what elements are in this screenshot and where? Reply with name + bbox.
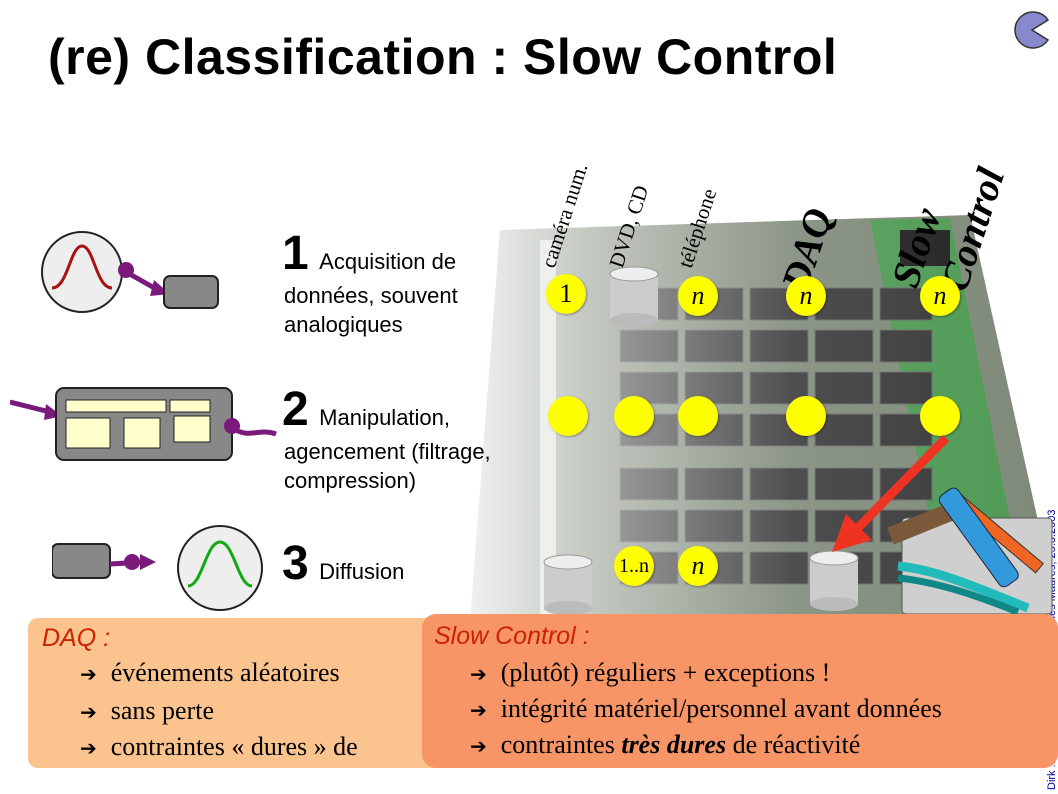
mark-row3-dvd: 1..n — [614, 546, 654, 586]
step-1-number: 1 — [282, 227, 309, 280]
step-2-line-2: agencement (filtrage, — [284, 439, 491, 464]
step-2-line-1: Manipulation, — [319, 405, 451, 430]
arrow-bullet-icon: ➔ — [470, 662, 487, 686]
step-2-number: 2 — [282, 383, 309, 436]
sensor-signal-icon — [41, 231, 219, 313]
daq-bullet-1-text: événements aléatoires — [110, 658, 340, 687]
slide-title: (re) Classification : Slow Control — [48, 29, 838, 85]
step-3: 3 Diffusion — [282, 540, 404, 588]
arrow-bullet-icon: ➔ — [470, 734, 487, 758]
arrow-bullet-icon: ➔ — [80, 700, 97, 724]
disk-icon-row3-camera — [543, 554, 593, 615]
slow-control-bullet-2-text: intégrité matériel/personnel avant donné… — [500, 694, 942, 723]
disk-icon-row3-daq — [809, 550, 859, 611]
slow-control-bullet-3: ➔ contraintes très dures de réactivité — [470, 730, 860, 760]
pacman-logo-icon — [1014, 11, 1050, 49]
mark-row2-camera — [548, 396, 588, 436]
mark-row1-telephone: n — [678, 276, 718, 316]
output-signal-icon — [52, 525, 263, 611]
slow-control-bullet-2: ➔ intégrité matériel/personnel avant donn… — [470, 694, 942, 724]
mark-row1-daq: n — [786, 276, 826, 316]
arrow-bullet-icon: ➔ — [470, 698, 487, 722]
step-2: 2 Manipulation, — [282, 386, 450, 434]
slow-control-box-title: Slow Control : — [434, 622, 590, 650]
mark-row1-slow-control: n — [920, 276, 960, 316]
slow-control-bullet-3-pre: contraintes — [500, 730, 622, 759]
daq-box-title: DAQ : — [42, 624, 111, 652]
daq-bullet-2: ➔ sans perte — [80, 696, 214, 726]
daq-bullet-3-text: contraintes « dures » de — [110, 732, 358, 761]
step-3-number: 3 — [282, 537, 309, 590]
mark-row2-dvd — [614, 396, 654, 436]
mark-row1-camera: 1 — [546, 274, 586, 314]
slow-control-bullet-3-emphasis: très dures — [621, 730, 727, 759]
step-2-line-3: compression) — [284, 468, 417, 493]
daq-bullet-3: ➔ contraintes « dures » de — [80, 732, 358, 762]
mark-row2-daq — [786, 396, 826, 436]
step-1: 1 Acquisition de — [282, 230, 456, 278]
step-1-line-2: données, souvent — [284, 283, 458, 308]
slow-control-bullet-3-post: de réactivité — [726, 730, 861, 759]
step-1-line-1: Acquisition de — [319, 249, 457, 274]
daq-bullet-2-text: sans perte — [110, 696, 215, 725]
daq-bullet-1: ➔ événements aléatoires — [80, 658, 340, 688]
slow-control-box: Slow Control : ➔ (plutôt) réguliers + exc… — [422, 614, 1058, 768]
slow-control-bullet-1: ➔ (plutôt) réguliers + exceptions ! — [470, 658, 830, 688]
step-3-line-1: Diffusion — [319, 559, 405, 584]
tools-icon — [887, 487, 1053, 616]
step-1-line-3: analogiques — [284, 312, 403, 337]
disk-icon-row1-dvd — [609, 266, 659, 327]
mark-row2-telephone — [678, 396, 718, 436]
mark-row3-telephone: n — [678, 546, 718, 586]
red-arrow-icon — [832, 434, 950, 552]
arrow-bullet-icon: ➔ — [80, 736, 97, 760]
processing-unit-icon — [10, 387, 277, 461]
mark-row2-slow-control — [920, 396, 960, 436]
arrow-bullet-icon: ➔ — [80, 662, 97, 686]
slow-control-bullet-1-text: (plutôt) réguliers + exceptions ! — [500, 658, 831, 687]
